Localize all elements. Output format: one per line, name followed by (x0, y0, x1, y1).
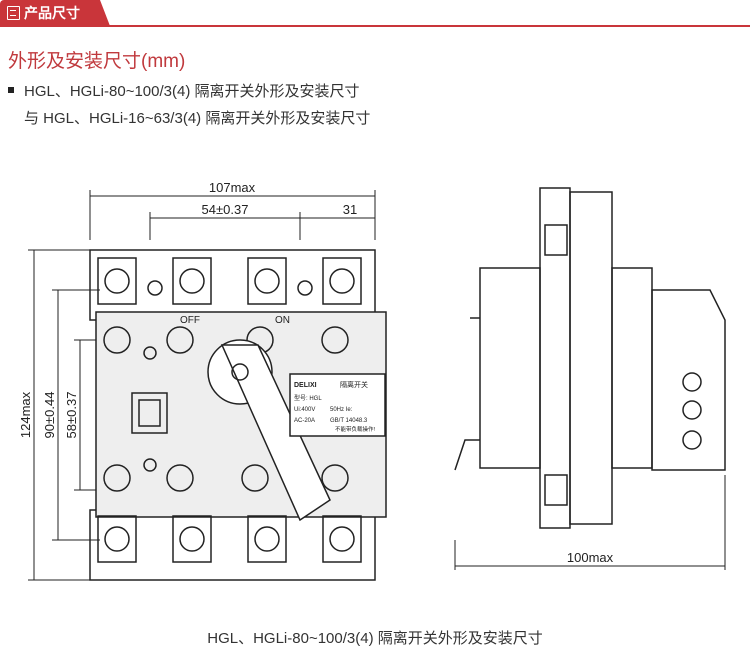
dimension-width: 107max 54±0.37 31 (89, 180, 376, 240)
front-view: OFF ON DELIXI 隔离开关 型号: HGL Ui:400V 50Hz … (89, 249, 387, 581)
std-label: GB/T 14048.3 (330, 418, 368, 424)
section-title: 外形及安装尺寸(mm) (8, 51, 186, 72)
h90-label: 90±0.44 (42, 392, 57, 439)
edge-label: 31 (343, 202, 357, 217)
description-line-2: 与 HGL、HGLi-16~63/3(4) 隔离开关外形及安装尺寸 (24, 110, 371, 127)
figure-caption: HGL、HGLi-80~100/3(4) 隔离开关外形及安装尺寸 (207, 630, 543, 647)
on-label: ON (275, 315, 290, 326)
document-icon (7, 6, 20, 20)
pitch-label: 54±0.37 (202, 202, 249, 217)
warning-label: 不能带负载操作! (335, 425, 376, 433)
side-view: 100max (454, 187, 726, 570)
description-text: HGL、HGLi-80~100/3(4) 隔离开关外形及安装尺寸 (24, 83, 360, 100)
tab-label: 产品尺寸 (24, 5, 80, 21)
ui-label: Ui:400V (294, 407, 315, 413)
off-label: OFF (180, 315, 200, 326)
nameplate-title: 隔离开关 (340, 380, 368, 389)
bullet-icon (8, 87, 14, 93)
brand-label: DELIXI (294, 382, 317, 389)
product-size-tab[interactable]: 产品尺寸 (0, 0, 110, 26)
h58-label: 58±0.37 (64, 392, 79, 439)
height-max-label: 124max (18, 391, 33, 438)
depth-max-label: 100max (567, 550, 614, 565)
freq-label: 50Hz Ie: (330, 407, 353, 413)
ac-label: AC-20A (294, 418, 315, 424)
model-label: 型号: HGL (294, 394, 322, 402)
dimension-height: 124max 90±0.44 58±0.37 (18, 249, 100, 581)
nameplate: DELIXI 隔离开关 型号: HGL Ui:400V 50Hz Ie: AC-… (289, 373, 386, 437)
header-divider (0, 25, 750, 27)
description-line-1: HGL、HGLi-80~100/3(4) 隔离开关外形及安装尺寸 (8, 80, 360, 101)
width-max-label: 107max (209, 180, 256, 195)
